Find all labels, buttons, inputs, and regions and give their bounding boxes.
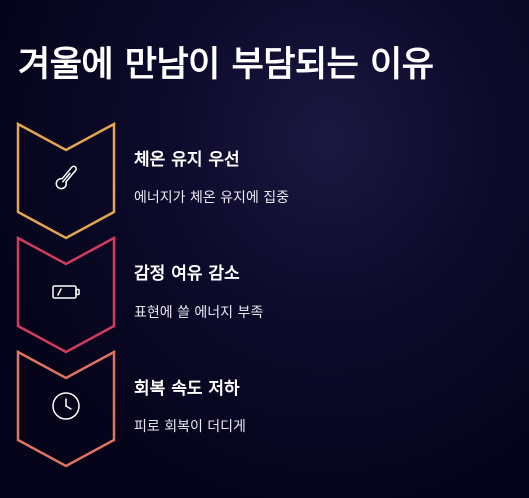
thermometer-icon [55,165,77,190]
step-3-description: 피로 회복이 더디게 [134,419,246,435]
step-1-chevron [16,122,116,240]
step-1-title: 체온 유지 우선 [134,150,240,170]
step-2-title: 감정 여유 감소 [134,264,240,284]
step-2-description: 표현에 쓸 에너지 부족 [134,305,264,321]
clock-icon [52,392,80,420]
low-battery-icon [52,285,80,299]
page-title: 겨울에 만남이 부담되는 이유 [18,45,434,85]
step-3-title: 회복 속도 저하 [134,379,240,399]
step-2-chevron [16,236,116,354]
step-3-chevron [16,350,116,468]
step-1-description: 에너지가 체온 유지에 집중 [134,190,290,206]
